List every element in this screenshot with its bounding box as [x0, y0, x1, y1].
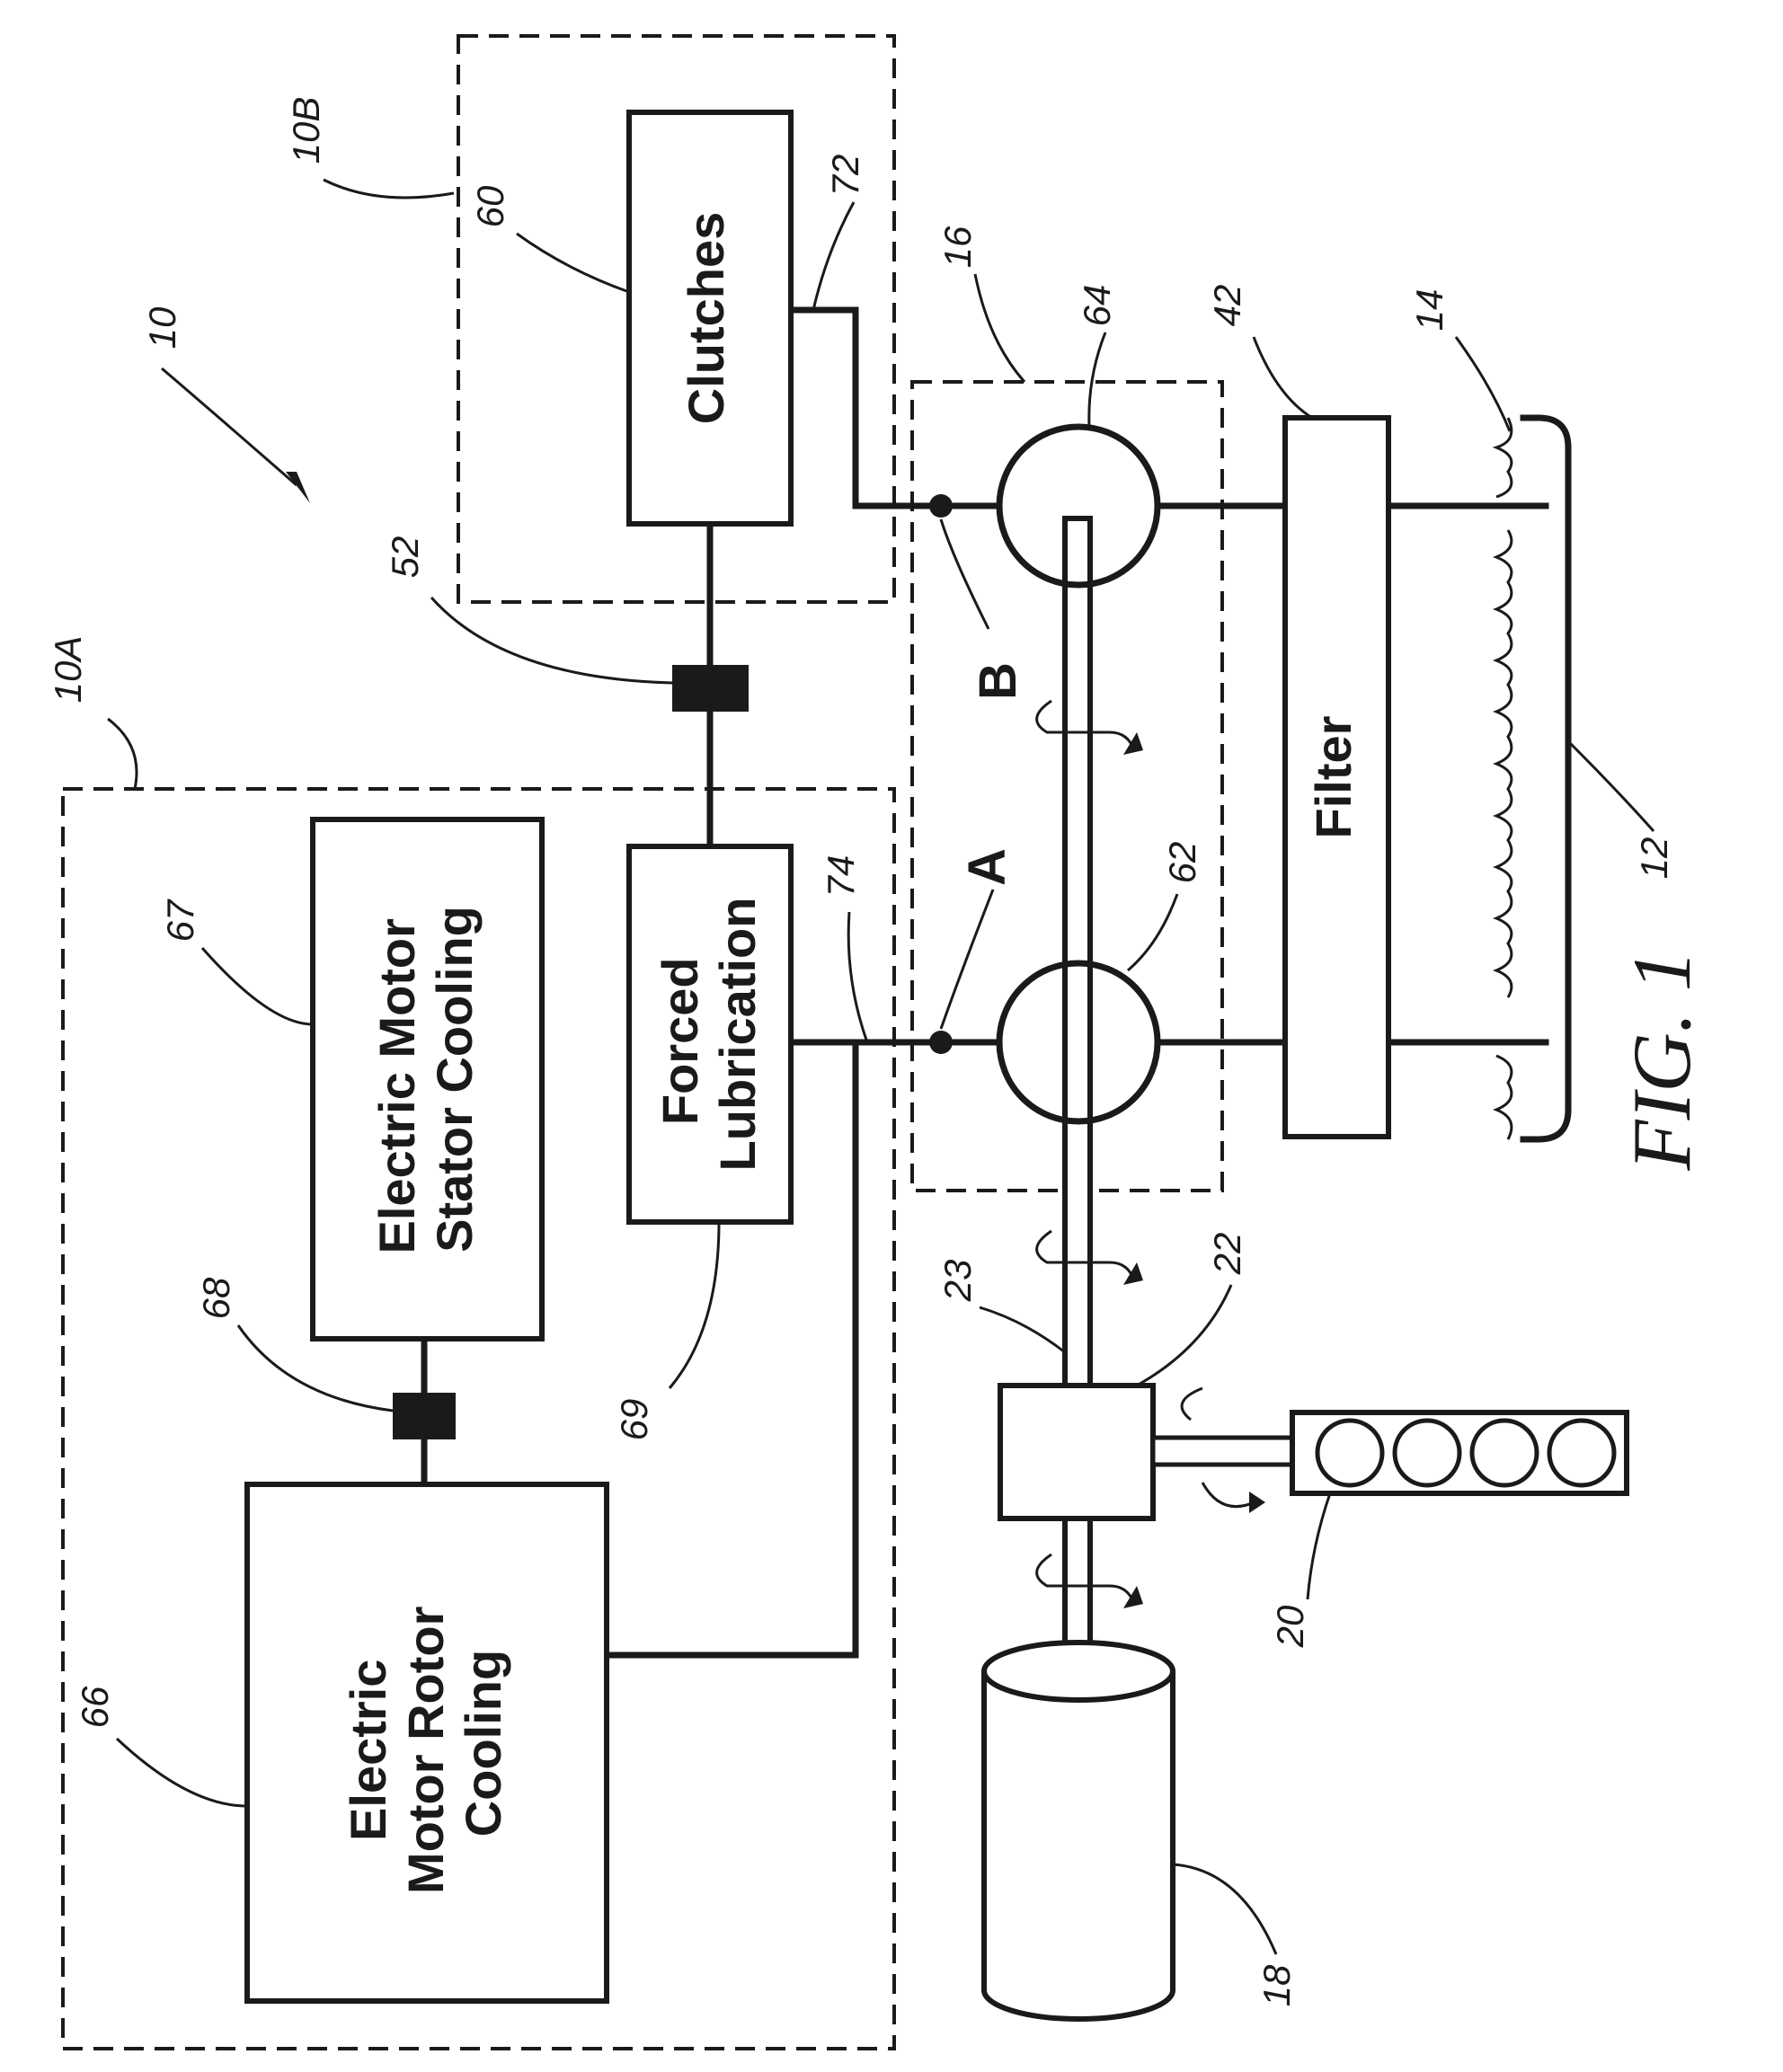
leader-60: [517, 234, 629, 292]
leader-10a: [108, 719, 137, 789]
ref-18: 18: [1255, 1964, 1298, 2006]
clutches-label: Clutches: [678, 212, 734, 425]
rotation-arrowhead-lower: [1123, 1586, 1143, 1608]
ref-67: 67: [159, 899, 201, 942]
valve-52: [672, 665, 749, 712]
ref-42: 42: [1206, 285, 1248, 327]
point-a-dot: [929, 1031, 953, 1054]
leader-69: [670, 1222, 719, 1388]
leader-18: [1173, 1864, 1276, 1954]
ref-66: 66: [74, 1686, 116, 1728]
leader-72: [813, 202, 854, 310]
ref-22: 22: [1206, 1233, 1248, 1276]
leader-a: [941, 890, 993, 1029]
gearbox-22: [1000, 1386, 1153, 1519]
motor-18-body: [984, 1671, 1173, 2019]
leader-74: [848, 912, 867, 1042]
stator-cooling-label: Electric Motor Stator Cooling: [368, 905, 483, 1254]
ref-64: 64: [1076, 285, 1118, 327]
leader-23: [980, 1307, 1065, 1352]
motor-18-top: [984, 1643, 1173, 1700]
sump-12: [1523, 418, 1568, 1139]
ref-74: 74: [820, 855, 862, 898]
ref-10a: 10A: [47, 636, 89, 704]
sump-pickup-bottom: [1496, 1056, 1512, 1139]
leader-b: [941, 519, 989, 629]
figure-label: FIG. 1: [1616, 950, 1708, 1171]
engine-shaft: [1153, 1438, 1297, 1465]
ref-72: 72: [824, 155, 866, 197]
leader-62: [1128, 894, 1177, 970]
shaft-23: [1065, 518, 1090, 1386]
ref-14: 14: [1408, 289, 1450, 332]
ref-20: 20: [1269, 1605, 1311, 1648]
rotation-arrowhead-engine: [1249, 1492, 1265, 1513]
ref-10: 10: [141, 306, 183, 349]
valve-68: [393, 1393, 456, 1439]
point-b-dot: [929, 494, 953, 518]
stator-cooling-line-1: Electric Motor: [368, 918, 425, 1253]
forced-lubrication-line-1: Forced: [652, 957, 708, 1125]
rotor-cooling-line-1: Electric: [340, 1660, 396, 1841]
leader-12: [1568, 741, 1654, 831]
leader-10-arrowhead: [286, 472, 310, 503]
rotation-arrowhead-upper: [1123, 732, 1143, 755]
forced-lubrication-line-2: Lubrication: [709, 898, 766, 1172]
sump-fluid-level: [1496, 530, 1512, 997]
ref-52: 52: [384, 536, 426, 579]
leader-10b: [324, 180, 454, 198]
leader-14: [1456, 337, 1510, 431]
ref-62: 62: [1161, 842, 1203, 884]
ref-69: 69: [613, 1399, 655, 1441]
leader-42: [1254, 337, 1312, 418]
rotor-cooling-line-2: Motor Rotor: [397, 1607, 454, 1894]
rotation-arrowhead-middle: [1123, 1262, 1143, 1285]
leader-67: [202, 948, 313, 1024]
leader-22: [1137, 1285, 1231, 1386]
ref-16: 16: [936, 226, 979, 268]
point-b-label: B: [969, 662, 1027, 700]
rotor-cooling-line-3: Cooling: [455, 1650, 511, 1837]
ref-23: 23: [936, 1260, 979, 1303]
leader-64: [1089, 332, 1105, 427]
filter-label: Filter: [1305, 716, 1362, 839]
leader-66: [117, 1739, 247, 1806]
ref-10b: 10B: [285, 97, 327, 164]
stator-cooling-line-2: Stator Cooling: [426, 906, 483, 1253]
ref-12: 12: [1633, 837, 1675, 880]
leader-20: [1308, 1493, 1330, 1599]
leader-10: [162, 368, 297, 485]
leader-16: [975, 274, 1025, 382]
ref-60: 60: [469, 185, 511, 227]
ref-68: 68: [195, 1277, 237, 1319]
point-a-label: A: [958, 848, 1016, 886]
leader-52: [431, 598, 672, 683]
